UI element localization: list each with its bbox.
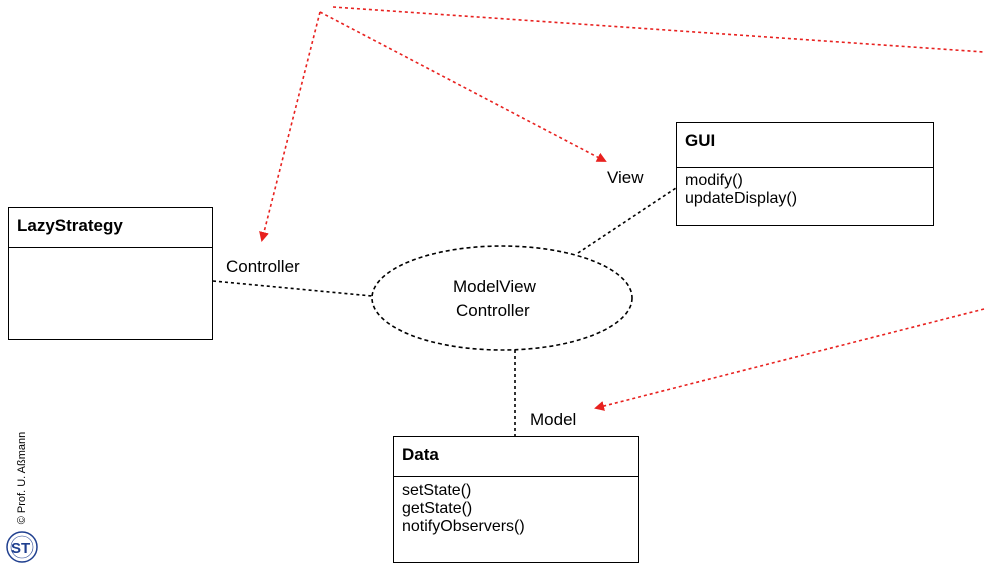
operation: setState() [402, 482, 472, 499]
class-name-lazy-strategy: LazyStrategy [9, 208, 212, 248]
st-logo: ST [6, 531, 38, 563]
logo-letters: ST [11, 540, 30, 557]
class-gui-operations: modify() updateDisplay() [677, 168, 933, 208]
collaboration-name-line1: ModelView [453, 277, 536, 296]
operation: getState() [402, 500, 473, 517]
copyright-block: © Prof. U. Aßmann ST [5, 422, 41, 563]
pointer-arrow-controller [259, 11, 321, 242]
pointer-arrow-model [594, 308, 985, 411]
operation: modify() [685, 172, 743, 189]
class-name-gui: GUI [677, 123, 933, 168]
class-data-operations: setState() getState() notifyObservers() [394, 477, 638, 536]
operation: updateDisplay() [685, 190, 798, 207]
pointer-arrow-view [319, 11, 607, 162]
view-connector [577, 187, 677, 254]
role-label-model: Model [530, 410, 577, 429]
operation: notifyObservers() [402, 518, 525, 535]
class-data: Data setState() getState() notifyObserve… [393, 436, 639, 563]
pointer-line-top [332, 6, 985, 53]
controller-connector [212, 280, 373, 297]
role-label-view: View [607, 168, 644, 187]
class-lazy-strategy: LazyStrategy [8, 207, 213, 340]
role-label-controller: Controller [226, 257, 300, 276]
collaboration-name-line2: Controller [456, 301, 530, 320]
class-name-data: Data [394, 437, 638, 477]
class-gui: GUI modify() updateDisplay() [676, 122, 934, 226]
copyright-text: © Prof. U. Aßmann [16, 431, 28, 525]
collaboration-ellipse [371, 245, 633, 351]
